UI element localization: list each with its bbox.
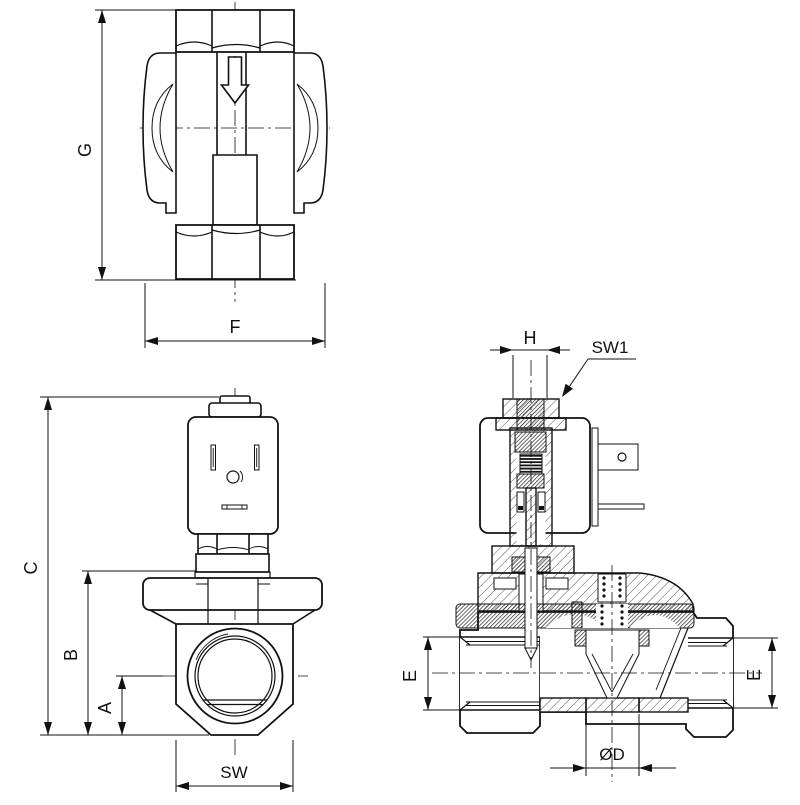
dim-label-c: C [21,562,41,575]
dimension-g: G [75,9,296,281]
dim-label-g: G [75,143,95,157]
flow-arrow-icon [219,56,251,105]
dim-label-e-right: E [744,669,764,681]
top-view-hex-bottom [175,224,295,280]
dimension-f: F [144,283,326,348]
dim-label-od: ØD [599,745,625,764]
dim-label-h: H [524,328,537,348]
top-view-center-band [212,52,258,226]
dimension-sw: SW [175,740,294,792]
connector-screw [226,470,240,484]
dim-label-f: F [230,317,241,337]
coil-top-cap [208,395,262,418]
plunger [516,473,545,489]
valve-body-front [175,623,294,736]
dimension-e-right: E [731,637,778,709]
top-view-hex-top [175,9,295,53]
connector-base [591,427,599,527]
dimension-h: H [490,328,570,398]
diaphragm [455,601,695,629]
dimension-a: A [95,675,163,735]
dim-label-a: A [95,702,115,714]
dimension-b: B [61,570,196,735]
dim-label-e-left: E [400,670,420,682]
valve-seat-funnel [585,629,640,699]
section-view: H SW1 E E [400,328,778,782]
port-opening [186,627,284,725]
coil-section [479,417,645,534]
valve-chamber [539,627,689,713]
dim-label-b: B [61,649,81,661]
top-view: G F [75,2,330,348]
coil-front [187,416,279,535]
armature-nut-front [195,533,270,573]
front-view: C B A SW [21,388,323,792]
terminal-pin [597,503,645,510]
tube-core [516,398,545,431]
valve-body-section [459,611,734,738]
dimension-od: ØD [550,714,676,776]
callout-sw1: SW1 [562,338,636,397]
dimension-c: C [21,396,219,736]
connector-ground-slot [221,504,248,510]
dimension-e-left: E [400,636,461,711]
fixed-core [514,431,547,453]
top-view-wing-right [293,52,328,214]
bonnet-flange [142,571,323,625]
dim-label-sw1: SW1 [592,338,629,357]
dim-label-sw: SW [220,763,247,782]
top-view-wing-left [142,52,177,214]
